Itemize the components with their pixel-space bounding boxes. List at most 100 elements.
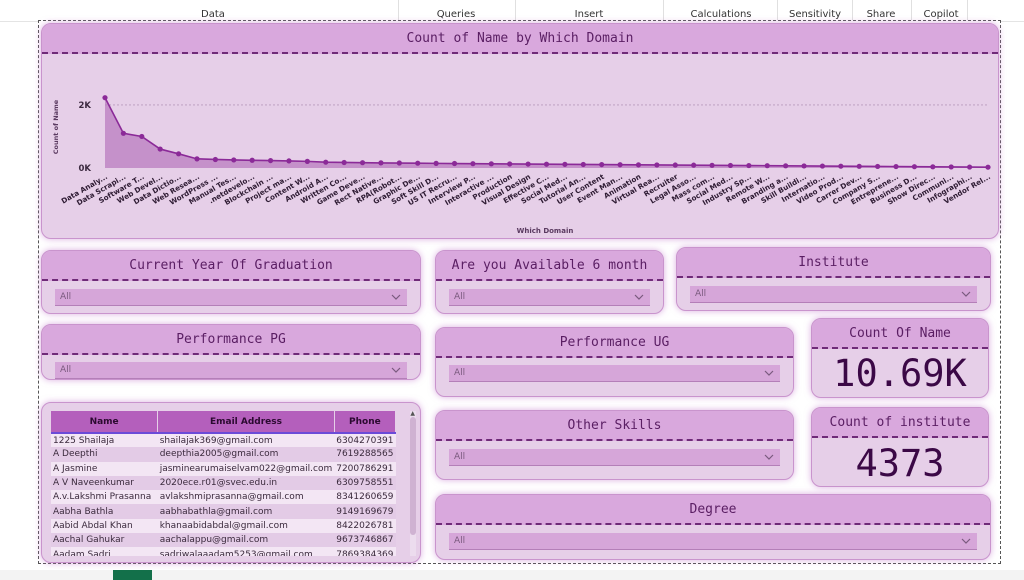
data-point[interactable] — [102, 95, 108, 101]
data-point[interactable] — [985, 164, 991, 170]
ribbon-group-data[interactable]: Data — [201, 9, 225, 20]
ribbon-group-sensitivity[interactable]: Sensitivity — [788, 9, 842, 20]
data-point[interactable] — [120, 130, 126, 136]
data-point[interactable] — [746, 162, 752, 169]
scroll-up-icon[interactable]: ▲ — [410, 410, 415, 417]
data-point[interactable] — [396, 160, 402, 166]
cell-phone: 8341260659 — [334, 490, 396, 505]
data-point[interactable] — [617, 162, 623, 168]
slicer-title: Degree — [436, 495, 990, 525]
available-dropdown[interactable]: All — [449, 289, 650, 306]
data-point[interactable] — [801, 163, 807, 169]
other-skills-dropdown[interactable]: All — [449, 449, 780, 466]
data-point[interactable] — [948, 164, 954, 170]
slicer-available-6-month[interactable]: Are you Available 6 month All — [435, 250, 664, 314]
ribbon-group-copilot[interactable]: Copilot — [923, 9, 959, 20]
data-point[interactable] — [911, 164, 918, 170]
page-tab-active[interactable] — [113, 570, 152, 580]
data-point[interactable] — [488, 161, 494, 167]
slicer-performance-ug[interactable]: Performance UG All — [435, 327, 794, 397]
degree-dropdown[interactable]: All — [449, 533, 977, 550]
data-point[interactable] — [139, 133, 145, 140]
data-point[interactable] — [819, 163, 826, 169]
data-point[interactable] — [194, 156, 200, 162]
dropdown-value: All — [454, 536, 466, 546]
data-point[interactable] — [507, 161, 513, 167]
year-dropdown[interactable]: All — [55, 289, 407, 306]
chevron-down-icon — [391, 362, 401, 379]
data-point[interactable] — [967, 164, 973, 170]
data-point[interactable] — [470, 161, 476, 167]
data-point[interactable] — [930, 164, 936, 170]
column-header-email[interactable]: Email Address — [157, 411, 335, 434]
data-point[interactable] — [525, 161, 531, 167]
data-point[interactable] — [672, 162, 678, 168]
data-point[interactable] — [231, 157, 237, 163]
ribbon-group-share[interactable]: Share — [866, 9, 896, 20]
cell-name: Aabid Abdal Khan — [51, 518, 158, 534]
data-point[interactable] — [580, 161, 586, 168]
data-point[interactable] — [543, 161, 550, 167]
data-point[interactable] — [286, 158, 292, 164]
data-point[interactable] — [359, 160, 366, 166]
data-point[interactable] — [709, 162, 715, 168]
data-point[interactable] — [893, 163, 899, 170]
dropdown-value: All — [454, 292, 466, 302]
slicer-other-skills[interactable]: Other Skills All — [435, 410, 794, 480]
data-point[interactable] — [378, 160, 384, 166]
cell-email: deepthia2005@gmail.com — [157, 447, 335, 462]
data-point[interactable] — [875, 163, 881, 170]
data-point[interactable] — [654, 162, 660, 168]
slicer-degree[interactable]: Degree All — [435, 494, 991, 560]
institute-dropdown[interactable]: All — [690, 286, 977, 303]
table-scrollbar-thumb[interactable] — [410, 417, 416, 535]
column-header-phone[interactable]: Phone — [334, 411, 396, 434]
data-point[interactable] — [415, 160, 421, 166]
data-point[interactable] — [267, 157, 274, 164]
data-point[interactable] — [691, 162, 697, 168]
performance-ug-dropdown[interactable]: All — [449, 365, 780, 382]
data-point[interactable] — [727, 162, 734, 169]
data-point[interactable] — [433, 160, 439, 166]
slicer-year-of-graduation[interactable]: Current Year Of Graduation All — [41, 250, 421, 314]
slicer-performance-pg[interactable]: Performance PG All — [41, 324, 421, 380]
data-point[interactable] — [764, 163, 770, 169]
data-point[interactable] — [599, 161, 605, 168]
data-point[interactable] — [175, 151, 182, 157]
performance-pg-dropdown[interactable]: All — [55, 362, 407, 379]
ribbon-group-queries[interactable]: Queries — [436, 9, 476, 20]
data-point[interactable] — [562, 161, 568, 167]
cell-phone: 7200786291 — [334, 461, 396, 476]
kpi-title: Count Of Name — [812, 319, 988, 349]
data-point[interactable] — [157, 146, 163, 152]
slicer-institute[interactable]: Institute All — [676, 247, 991, 311]
data-point[interactable] — [838, 163, 844, 169]
data-point[interactable] — [783, 163, 789, 169]
ribbon: Data Queries Insert Calculations Sensiti… — [0, 0, 1024, 22]
ribbon-group-calculations[interactable]: Calculations — [690, 9, 752, 20]
data-point[interactable] — [341, 159, 347, 166]
column-header-name[interactable]: Name — [51, 411, 159, 434]
data-point[interactable] — [323, 159, 329, 165]
series-line — [104, 97, 989, 169]
cell-email: khanaabidabdal@gmail.com — [157, 518, 335, 534]
data-point[interactable] — [304, 158, 310, 164]
data-point[interactable] — [856, 163, 862, 169]
ribbon-group-insert[interactable]: Insert — [574, 9, 604, 20]
data-point[interactable] — [635, 162, 642, 168]
data-point[interactable] — [451, 160, 458, 167]
data-point[interactable] — [212, 156, 218, 163]
data-point[interactable] — [249, 157, 255, 163]
